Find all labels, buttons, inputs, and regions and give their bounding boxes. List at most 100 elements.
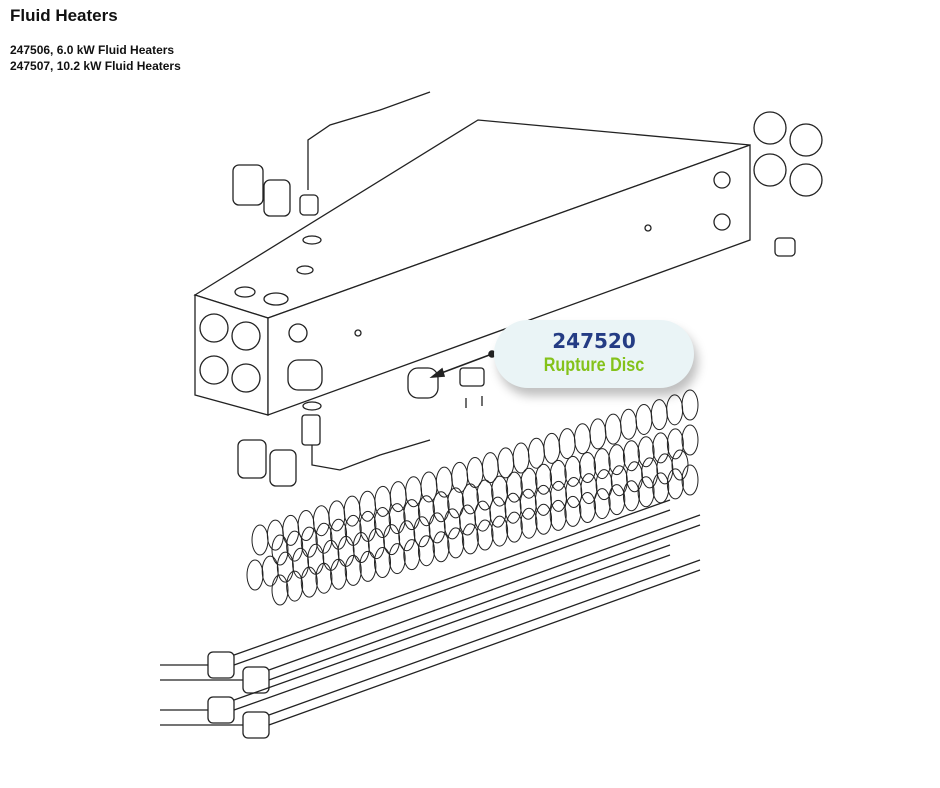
coil-loop xyxy=(388,503,406,535)
coil-loop xyxy=(637,476,655,508)
coil-loop xyxy=(565,477,583,508)
coil-loop xyxy=(388,543,406,575)
coil-loop xyxy=(461,523,479,555)
coil-loop xyxy=(251,524,269,556)
coil-loop xyxy=(622,440,640,472)
rod-nut xyxy=(242,711,270,739)
coil-loop xyxy=(593,448,611,480)
coil-loop xyxy=(635,403,653,435)
coil-loop xyxy=(300,526,318,558)
coil-loop xyxy=(276,551,294,583)
coil-loop xyxy=(519,488,537,520)
coil-loop xyxy=(650,399,668,431)
coil-loop xyxy=(550,480,568,512)
coil-loop xyxy=(344,514,362,546)
coil-loop xyxy=(610,465,628,497)
coil-loop xyxy=(459,504,476,536)
coil-loop xyxy=(589,418,607,450)
coil-loop xyxy=(574,423,591,455)
coil-loop xyxy=(637,436,655,468)
coil-loop xyxy=(666,428,684,460)
coil-loop xyxy=(520,467,538,499)
coil-loop xyxy=(417,535,435,567)
coil-loop xyxy=(292,547,310,579)
heater-rod xyxy=(160,544,671,716)
coil-loop xyxy=(476,519,494,551)
part-callout: 247520 Rupture Disc xyxy=(494,320,694,388)
page-title: Fluid Heaters xyxy=(10,6,118,25)
coil-loop xyxy=(417,495,435,527)
coil-loop xyxy=(535,503,553,535)
coil-loop xyxy=(315,562,333,594)
coil-loop xyxy=(527,437,545,469)
coil-loop xyxy=(359,510,377,542)
coil-loop xyxy=(315,522,333,554)
coil-loop xyxy=(447,487,465,519)
coil-loop xyxy=(604,413,622,445)
coil-loop xyxy=(461,483,479,515)
coil-loop xyxy=(300,566,318,598)
coil-loop xyxy=(432,531,450,563)
coil-loop xyxy=(307,543,325,575)
coil-loop xyxy=(681,389,699,421)
coil-loop xyxy=(666,468,684,500)
coil-loop xyxy=(505,511,523,543)
rod-nut xyxy=(242,666,270,694)
heating-coils xyxy=(246,389,699,606)
coil-loop xyxy=(389,481,407,513)
coil-loop xyxy=(443,508,461,540)
coil-loop xyxy=(595,469,613,501)
coil-loop xyxy=(504,492,522,524)
coil-loop xyxy=(681,464,699,496)
coil-loop xyxy=(652,472,670,504)
coil-loop xyxy=(432,491,450,523)
coil-loop xyxy=(261,555,279,587)
coil-loop xyxy=(447,527,465,559)
callout-part-name: Rupture Disc xyxy=(543,355,645,376)
callout-part-number: 247520 xyxy=(552,329,636,353)
coil-loop xyxy=(622,480,640,512)
coil-loop xyxy=(564,455,582,487)
coil-loop xyxy=(579,452,596,483)
coil-loop xyxy=(549,459,567,491)
coil-loop xyxy=(246,559,264,591)
coil-loop xyxy=(681,424,699,456)
heater-block xyxy=(193,119,751,416)
heater-rod xyxy=(160,514,701,686)
coil-loop xyxy=(476,479,494,511)
coil-loop xyxy=(403,539,421,571)
coil-loop xyxy=(641,457,659,489)
coil-loop xyxy=(271,534,289,566)
coil-loop xyxy=(505,471,523,503)
coil-loop xyxy=(620,408,638,440)
coil-loop xyxy=(398,520,416,552)
coil-loop xyxy=(534,484,552,516)
rod-nut xyxy=(207,651,235,679)
coil-loop xyxy=(625,461,643,493)
coil-loop xyxy=(286,530,304,562)
coil-loop xyxy=(328,500,346,532)
coil-loop xyxy=(383,524,401,556)
coil-loop xyxy=(558,428,576,460)
coil-loop xyxy=(271,574,289,606)
coil-loop xyxy=(549,499,567,531)
coil-loop xyxy=(352,532,370,563)
coil-loop xyxy=(579,492,596,523)
coil-loop xyxy=(330,558,348,590)
coil-loop xyxy=(286,570,304,602)
coil-loop xyxy=(344,554,362,586)
coil-loop xyxy=(580,473,598,505)
coil-loop xyxy=(374,547,391,578)
coil-loop xyxy=(359,550,377,582)
coil-loop xyxy=(491,475,509,507)
coil-loop xyxy=(656,453,674,485)
coil-loop xyxy=(520,507,538,539)
coil-loop xyxy=(337,535,355,567)
coil-loop xyxy=(474,500,492,532)
coil-loop xyxy=(374,507,391,538)
fittings xyxy=(232,91,823,487)
coil-loop xyxy=(403,499,421,531)
coil-loop xyxy=(282,514,300,546)
model-line-1: 247506, 6.0 kW Fluid Heaters xyxy=(10,43,175,57)
